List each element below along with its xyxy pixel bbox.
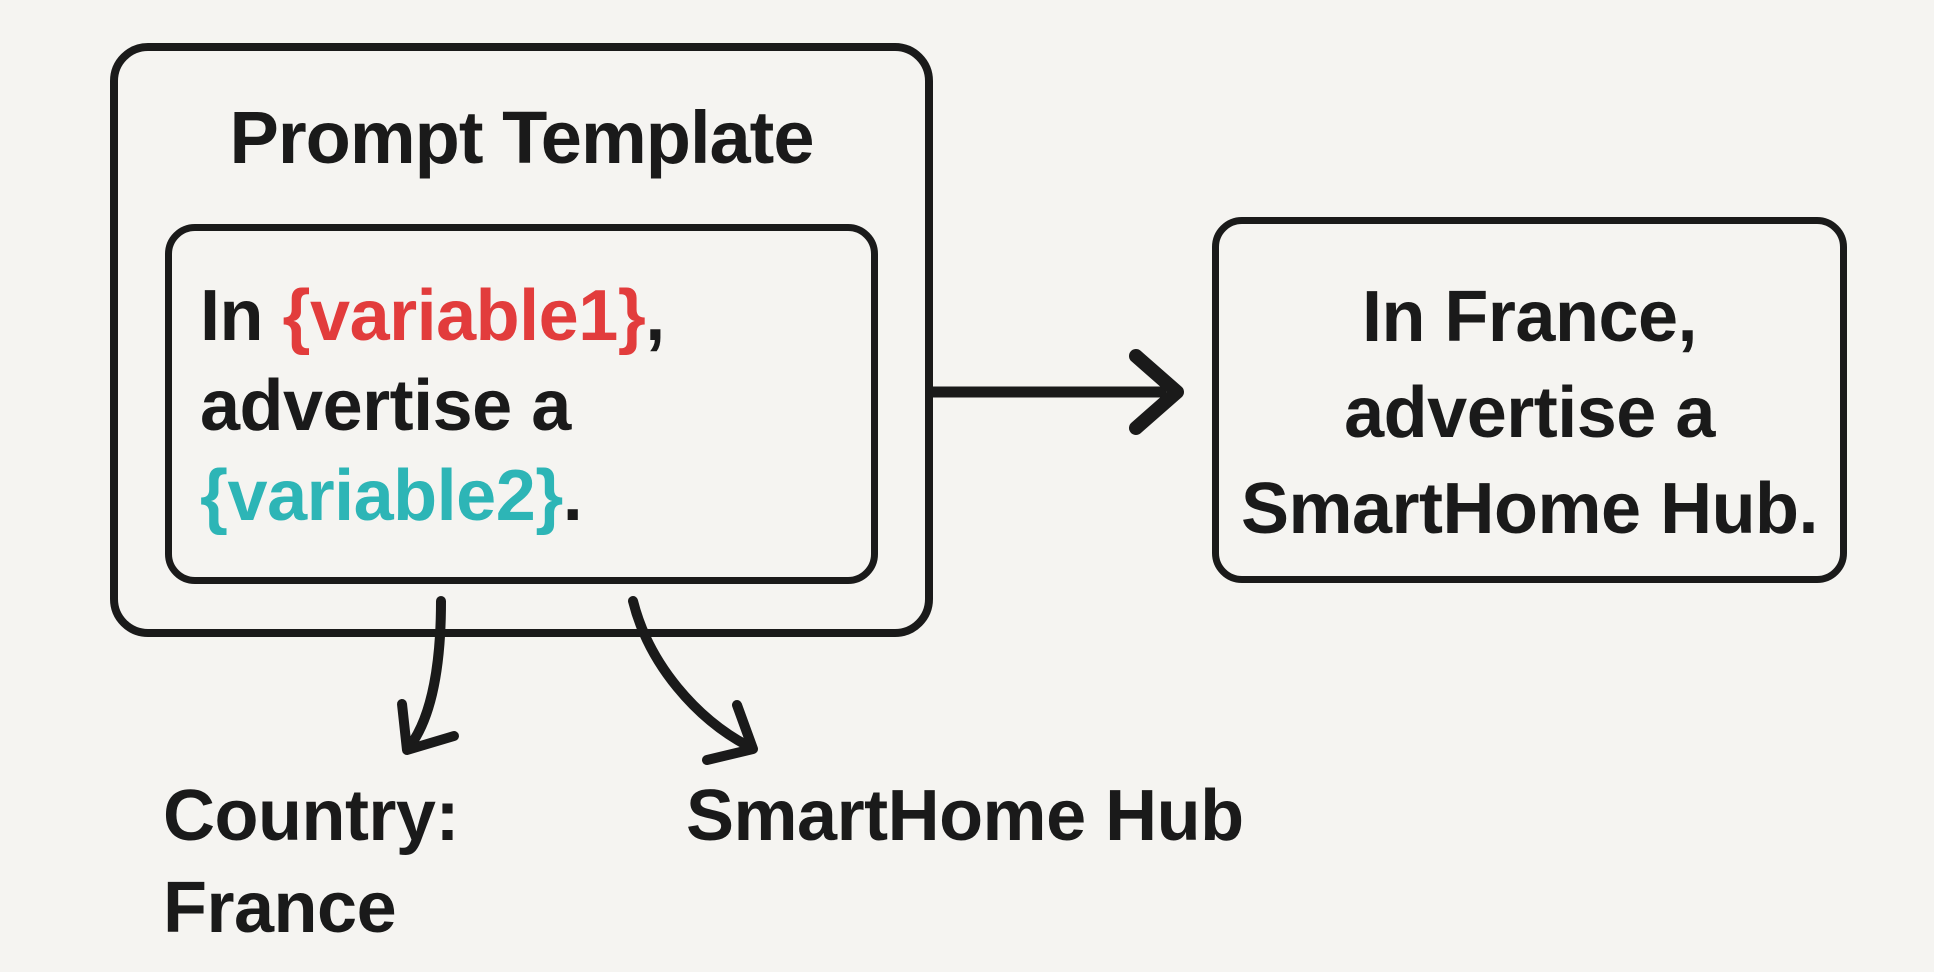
variable1-placeholder: {variable1} (282, 276, 646, 356)
variable1-value-line2: France (163, 868, 397, 948)
resolved-line3: SmartHome Hub. (1240, 469, 1819, 549)
resolved-prompt-box: In France, advertise a SmartHome Hub. (1212, 217, 1847, 583)
template-text: In {variable1}, advertise a {variable2}. (172, 231, 871, 541)
arrowhead-downright-icon (702, 700, 758, 765)
resolved-line1: In France, (1361, 277, 1698, 357)
template-to-output-arrow (933, 349, 1184, 435)
variable2-value-label: SmartHome Hub (686, 770, 1244, 862)
template-text-box: In {variable1}, advertise a {variable2}. (165, 224, 878, 584)
arrowhead-downleft-icon (397, 699, 459, 755)
template-line1-suffix: , (645, 276, 665, 356)
variable1-value-label: Country: France (163, 770, 459, 954)
variable2-placeholder: {variable2} (200, 456, 563, 536)
arrowhead-right-icon (1129, 349, 1184, 435)
resolved-line2: advertise a (1344, 373, 1715, 453)
variable2-value-text: SmartHome Hub (686, 776, 1244, 856)
template-line2: advertise a (200, 366, 571, 446)
template-line3-suffix: . (562, 456, 583, 536)
template-line1-prefix: In (200, 276, 283, 356)
resolved-prompt-text: In France, advertise a SmartHome Hub. (1240, 269, 1819, 557)
variable1-value-line1: Country: (163, 776, 459, 856)
prompt-template-title: Prompt Template (229, 96, 815, 179)
